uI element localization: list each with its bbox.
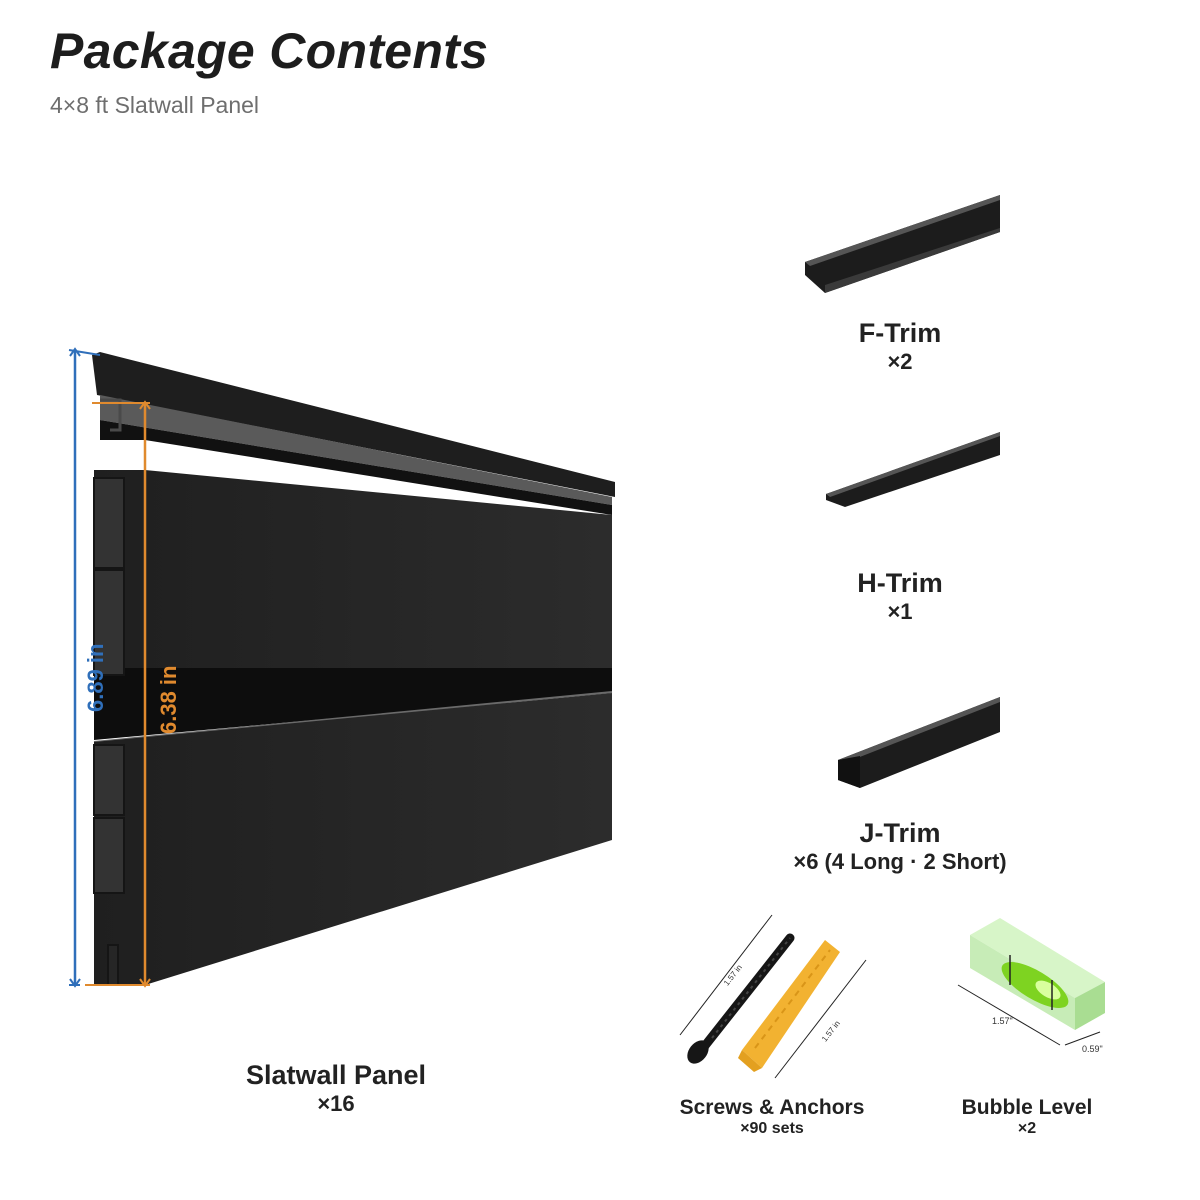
screw-and-anchor-image xyxy=(679,914,867,1079)
h-trim-label: H-Trim xyxy=(857,568,943,598)
f-trim-qty: ×2 xyxy=(887,349,913,374)
page-subtitle: 4×8 ft Slatwall Panel xyxy=(50,92,260,118)
slatwall-panel-qty: ×16 xyxy=(317,1091,355,1116)
bubble-level-label: Bubble Level xyxy=(961,1096,1093,1119)
page-title: Package Contents xyxy=(50,23,489,79)
screws-anchors-qty: ×90 sets xyxy=(740,1120,804,1137)
slatwall-panel-image xyxy=(92,352,615,986)
dimension-outer-label: 6.89 in xyxy=(83,643,108,712)
f-trim-image xyxy=(805,195,1000,293)
dimension-inner-label: 6.38 in xyxy=(156,665,181,734)
j-trim-label: J-Trim xyxy=(859,818,941,848)
screws-anchors-label: Screws & Anchors xyxy=(679,1096,865,1119)
dimension-outer-line xyxy=(68,347,101,988)
slatwall-panel-label: Slatwall Panel xyxy=(245,1060,427,1090)
h-trim-image xyxy=(826,432,1000,507)
dimension-inner-line xyxy=(85,400,151,988)
j-trim-image xyxy=(838,697,1000,788)
bubble-level-qty: ×2 xyxy=(1017,1120,1037,1137)
level-length-label: 1.57" xyxy=(992,1016,1013,1026)
level-width-label: 0.59" xyxy=(1082,1044,1103,1054)
j-trim-qty: ×6 (4 Long · 2 Short) xyxy=(793,849,1007,874)
f-trim-label: F-Trim xyxy=(858,318,942,348)
bubble-level-image xyxy=(957,918,1105,1046)
h-trim-qty: ×1 xyxy=(887,599,913,624)
